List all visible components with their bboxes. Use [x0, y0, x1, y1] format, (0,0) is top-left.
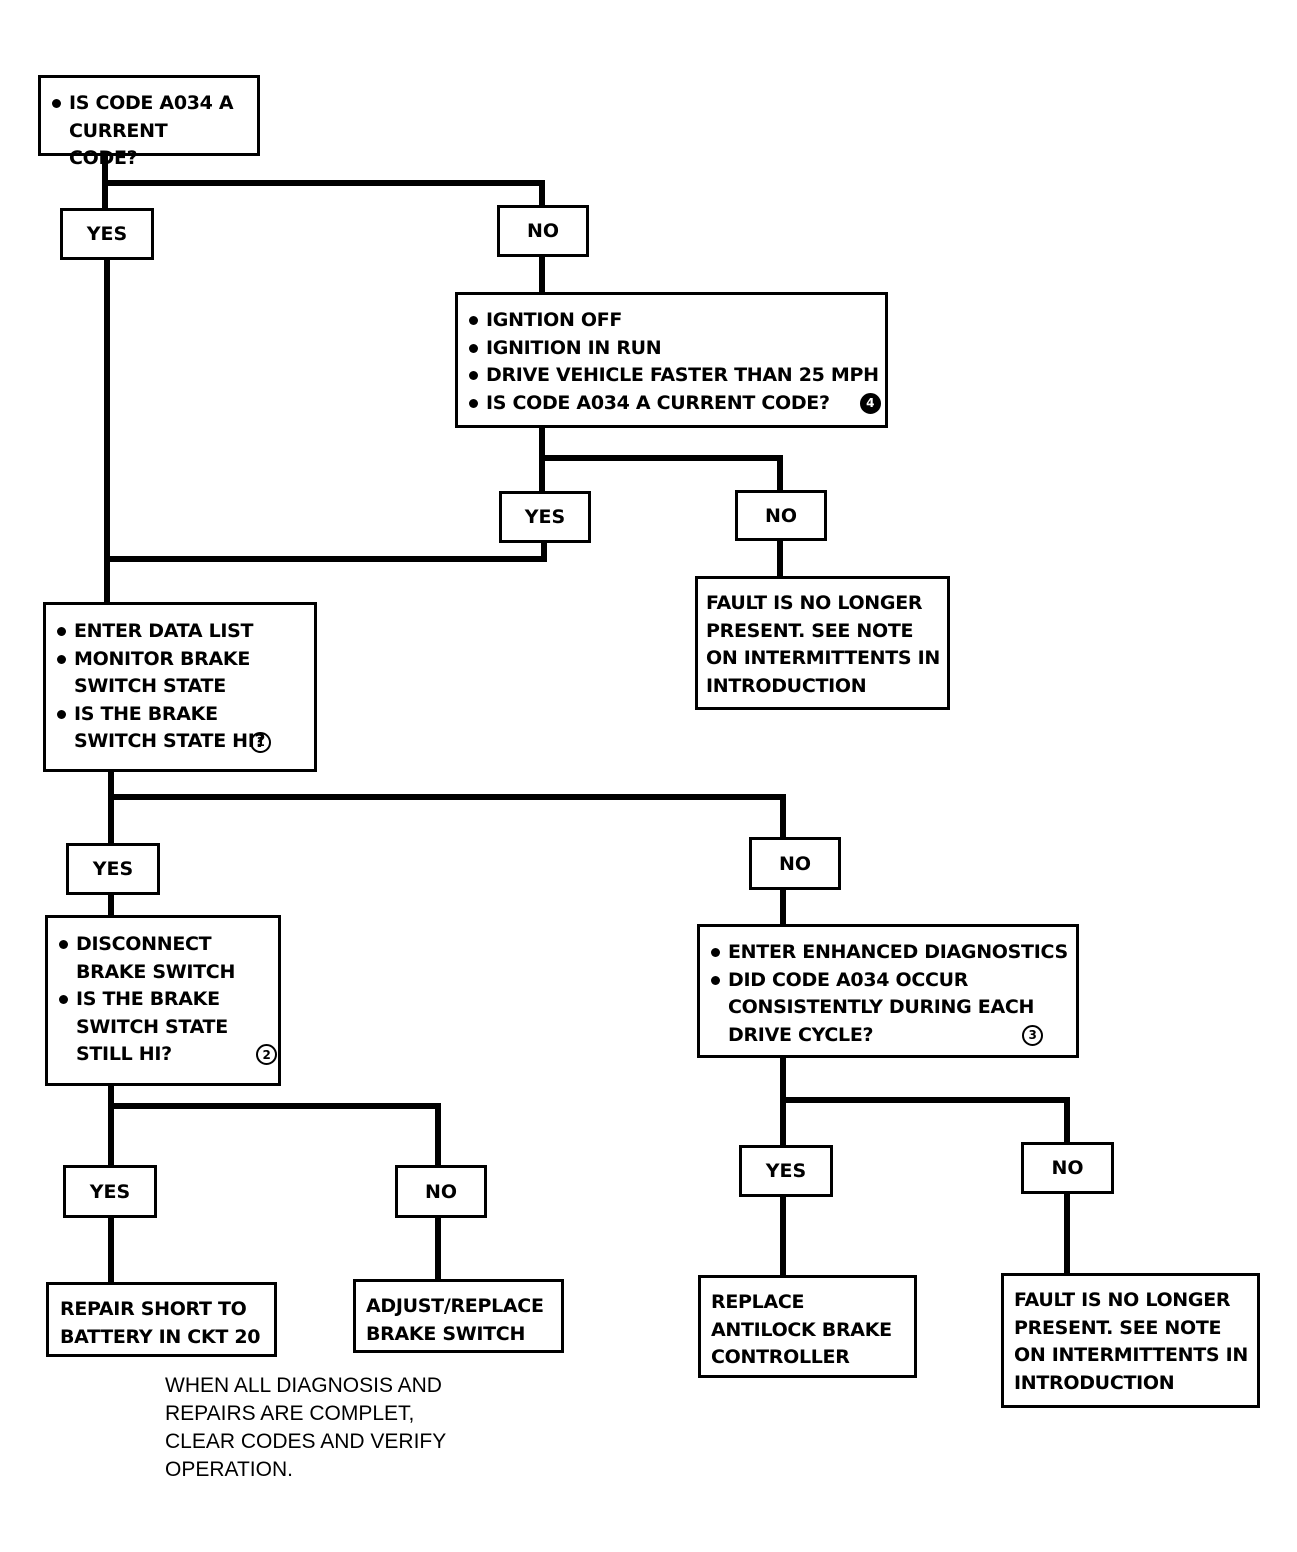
- step-text: IS THE BRAKE SWITCH STATE STILL HI?: [76, 988, 228, 1065]
- note-ref-icon: 3: [1022, 1024, 1043, 1046]
- result-line: ANTILOCK BRAKE: [711, 1318, 892, 1341]
- footnote: WHEN ALL DIAGNOSIS AND REPAIRS ARE COMPL…: [165, 1372, 446, 1484]
- step-text: IS CODE A034 A CURRENT CODE?: [486, 391, 830, 414]
- bullet-icon: [711, 948, 720, 957]
- bullet-icon: [57, 654, 66, 664]
- result-line: REPAIR SHORT TO: [60, 1298, 247, 1320]
- result-line: PRESENT. SEE NOTE: [706, 619, 914, 642]
- connector: [780, 1194, 786, 1279]
- step-text: IGNITION IN RUN: [486, 336, 662, 359]
- footnote-line: WHEN ALL DIAGNOSIS AND: [165, 1374, 442, 1397]
- result-line: PRESENT. SEE NOTE: [1014, 1316, 1222, 1339]
- connector: [102, 180, 545, 186]
- bullet-icon: [469, 398, 478, 408]
- note-ref-icon: 2: [256, 1044, 277, 1065]
- step-text: IGNTION OFF: [486, 309, 623, 331]
- adjust-replace-switch-box: ADJUST/REPLACE BRAKE SWITCH: [353, 1279, 564, 1353]
- connector: [108, 892, 114, 918]
- connector: [108, 1103, 441, 1109]
- step-text: IS CODE A034 A CURRENT CODE?: [69, 92, 234, 169]
- step-text: ENTER DATA LIST: [74, 620, 254, 642]
- no-label: NO: [497, 205, 589, 257]
- connector: [435, 1103, 441, 1167]
- connector: [777, 455, 783, 492]
- data-list-box: ENTER DATA LIST MONITOR BRAKE SWITCH STA…: [43, 602, 317, 772]
- connector: [435, 1215, 441, 1283]
- disconnect-brake-switch-box: DISCONNECT BRAKE SWITCH IS THE BRAKE SWI…: [45, 915, 281, 1086]
- result-line: INTRODUCTION: [1014, 1371, 1175, 1394]
- yes-label: YES: [739, 1145, 833, 1197]
- step-text: DID CODE A034 OCCUR CONSISTENTLY DURING …: [728, 968, 1035, 1046]
- no-label: NO: [735, 490, 827, 541]
- result-line: BATTERY IN CKT 20: [60, 1325, 261, 1348]
- connector: [541, 540, 547, 562]
- connector: [1064, 1191, 1070, 1277]
- connector: [539, 455, 783, 461]
- bullet-icon: [469, 316, 478, 325]
- result-line: INTRODUCTION: [706, 674, 867, 697]
- replace-controller-box: REPLACE ANTILOCK BRAKE CONTROLLER: [698, 1275, 917, 1378]
- result-line: ADJUST/REPLACE: [366, 1295, 544, 1317]
- step-text: MONITOR BRAKE SWITCH STATE: [74, 647, 251, 698]
- result-line: ON INTERMITTENTS IN: [1014, 1344, 1248, 1366]
- connector: [104, 258, 110, 605]
- step-text: IS THE BRAKE SWITCH STATE HI?: [74, 702, 266, 753]
- no-label: NO: [1021, 1142, 1114, 1194]
- fault-no-longer-present-box: FAULT IS NO LONGER PRESENT. SEE NOTE ON …: [1001, 1273, 1260, 1408]
- bullet-icon: [57, 709, 66, 719]
- repair-short-box: REPAIR SHORT TO BATTERY IN CKT 20: [46, 1282, 277, 1357]
- bullet-icon: [57, 627, 66, 636]
- ignition-steps-box: IGNTION OFF IGNITION IN RUN DRIVE VEHICL…: [455, 292, 888, 428]
- connector: [1064, 1097, 1070, 1145]
- bullet-icon: [469, 371, 478, 380]
- note-ref-icon: 1: [250, 731, 271, 753]
- footnote-line: CLEAR CODES AND VERIFY: [165, 1430, 447, 1453]
- result-line: REPLACE: [711, 1291, 805, 1313]
- footnote-line: REPAIRS ARE COMPLET,: [165, 1402, 415, 1425]
- bullet-icon: [52, 99, 61, 108]
- connector: [777, 538, 783, 580]
- footnote-line: OPERATION.: [165, 1458, 293, 1481]
- connector: [104, 556, 547, 562]
- fault-no-longer-present-box: FAULT IS NO LONGER PRESENT. SEE NOTE ON …: [695, 576, 950, 710]
- connector: [108, 768, 114, 846]
- step-text: DRIVE VEHICLE FASTER THAN 25 MPH: [486, 364, 879, 386]
- yes-label: YES: [66, 843, 160, 895]
- yes-label: YES: [63, 1165, 157, 1218]
- no-label: NO: [749, 837, 841, 890]
- result-line: CONTROLLER: [711, 1346, 850, 1368]
- result-line: BRAKE SWITCH: [366, 1322, 526, 1345]
- bullet-icon: [59, 995, 68, 1004]
- result-line: FAULT IS NO LONGER: [706, 592, 923, 614]
- connector: [780, 794, 786, 840]
- connector: [780, 887, 786, 927]
- connector: [108, 1215, 114, 1285]
- connector: [539, 255, 545, 294]
- step-text: DISCONNECT BRAKE SWITCH: [76, 933, 236, 983]
- connector: [108, 794, 786, 800]
- connector: [780, 1097, 1070, 1103]
- connector: [108, 1083, 114, 1168]
- no-label: NO: [395, 1165, 487, 1218]
- current-code-question-box: IS CODE A034 A CURRENT CODE?: [38, 75, 260, 169]
- result-line: ON INTERMITTENTS IN: [706, 647, 940, 669]
- result-line: FAULT IS NO LONGER: [1014, 1289, 1231, 1311]
- bullet-icon: [59, 940, 68, 949]
- bullet-icon: [469, 343, 478, 353]
- step-text: ENTER ENHANCED DIAGNOSTICS: [728, 941, 1068, 963]
- yes-label: YES: [60, 208, 154, 260]
- yes-label: YES: [499, 491, 591, 543]
- note-ref-icon: 4: [859, 392, 881, 414]
- enhanced-diagnostics-box: ENTER ENHANCED DIAGNOSTICS DID CODE A034…: [697, 924, 1079, 1058]
- bullet-icon: [711, 975, 720, 985]
- connector: [539, 180, 545, 207]
